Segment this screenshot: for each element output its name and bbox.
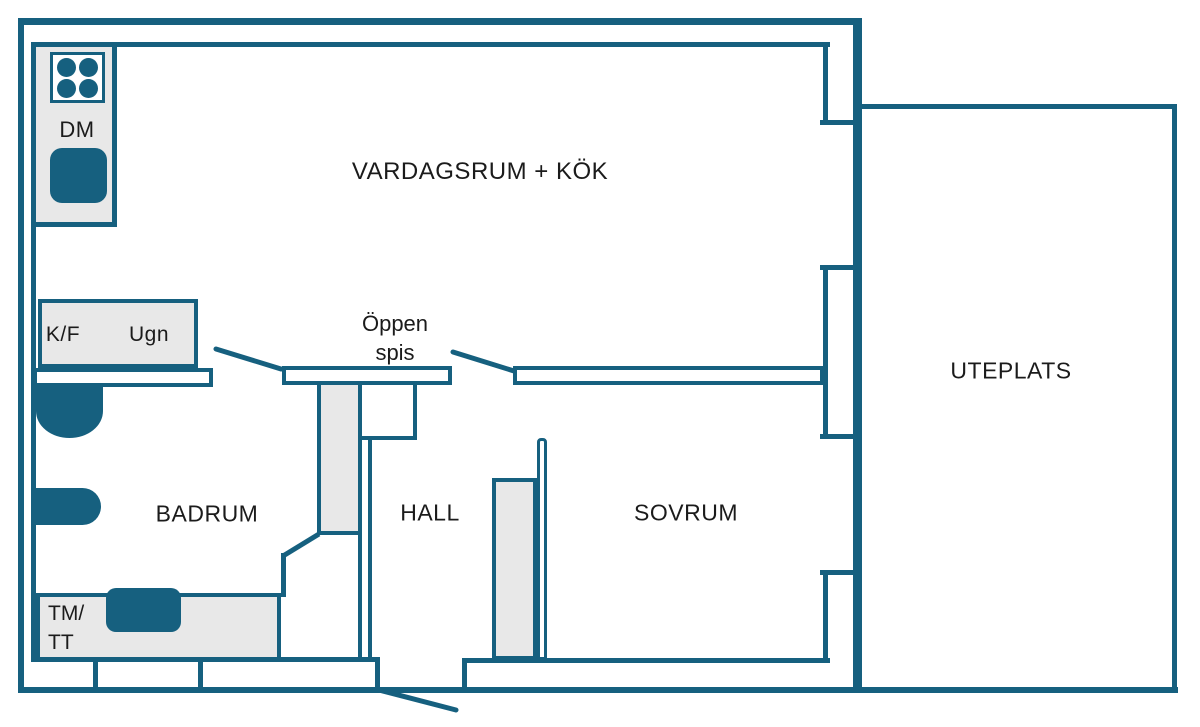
right-window-recess-a-sill xyxy=(820,120,856,125)
badrum-hall-wall-left-line xyxy=(358,385,362,662)
room-label-sovrum: SOVRUM xyxy=(634,499,738,526)
wall-bottom-outer xyxy=(18,687,1178,693)
entrance-door-jamb-right xyxy=(462,658,467,693)
dishwasher-label: DM xyxy=(59,117,95,142)
wall-right-outer xyxy=(853,18,862,693)
fireplace-label-line1: Öppen xyxy=(361,311,429,336)
fireplace-label-line2: spis xyxy=(375,340,415,365)
oven-label: Ugn xyxy=(128,323,170,346)
stove-burner-icon xyxy=(57,79,76,98)
stove-icon xyxy=(50,52,105,103)
right-window-recess-c-head xyxy=(820,570,856,575)
chimney-foot-wall xyxy=(281,553,286,597)
stove-burner-icon xyxy=(57,58,76,77)
room-label-vardagsrum-kok: VARDAGSRUM + KÖK xyxy=(351,158,609,185)
toilet-icon xyxy=(36,384,103,438)
right-window-recess-b-side xyxy=(823,268,828,438)
right-window-recess-b-sill xyxy=(820,434,856,439)
fridge-oven-counter xyxy=(38,299,198,368)
window-mullion-2 xyxy=(198,659,203,689)
stove-burner-icon xyxy=(79,58,98,77)
wall-top-inner xyxy=(36,42,830,47)
wall-left-outer xyxy=(18,18,24,693)
badrum-door-leaf xyxy=(213,346,284,372)
window-mullion-1 xyxy=(93,659,98,689)
washer-dryer-label: TM/ TT xyxy=(48,599,84,657)
hall-sovrum-wall xyxy=(537,438,547,660)
stove-burner-icon xyxy=(79,79,98,98)
washing-machine-icon xyxy=(106,588,181,632)
wall-bottom-inner-right xyxy=(463,658,830,663)
fridge-freezer-label: K/F xyxy=(45,323,81,346)
washer-dryer-label-line2: TT xyxy=(48,631,74,654)
chimney-column xyxy=(317,385,362,535)
right-window-recess-b-head xyxy=(820,265,856,270)
right-window-recess-a-side xyxy=(823,47,828,123)
entrance-door-jamb-left xyxy=(375,657,380,693)
hall-door-leaf xyxy=(450,349,517,374)
wall-left-inner xyxy=(31,42,36,662)
uteplats-wall-right xyxy=(1172,104,1177,693)
washer-dryer-label-line1: TM/ xyxy=(48,602,85,625)
uteplats-wall-top xyxy=(862,104,1177,109)
chimney-angled-wall xyxy=(281,531,321,559)
right-window-recess-c-side xyxy=(823,574,828,663)
room-label-hall: HALL xyxy=(400,499,460,526)
fireplace-mantel-wall xyxy=(282,366,452,385)
sovrum-divider-wall xyxy=(513,366,824,385)
room-label-badrum: BADRUM xyxy=(155,500,259,527)
kitchen-sink-icon xyxy=(50,148,107,203)
hall-wardrobe xyxy=(492,478,537,660)
kitchen-shelf xyxy=(33,368,213,387)
room-label-uteplats: UTEPLATS xyxy=(950,357,1072,384)
chimney-side-box xyxy=(362,385,417,440)
bathroom-sink-icon xyxy=(36,488,101,525)
entrance-door-leaf xyxy=(376,687,459,713)
badrum-hall-wall-right-line xyxy=(368,440,372,662)
fireplace-label: Öppen spis xyxy=(362,309,428,367)
wall-top-outer xyxy=(18,18,862,25)
wall-bottom-inner-left xyxy=(36,657,380,662)
